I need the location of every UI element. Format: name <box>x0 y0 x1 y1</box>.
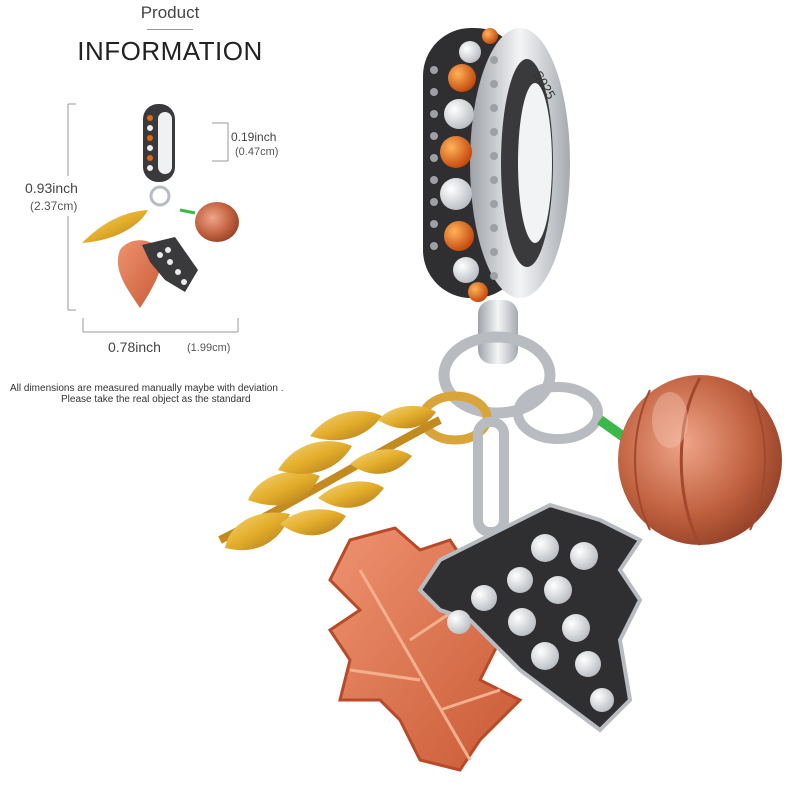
page-title: INFORMATION <box>77 36 263 66</box>
stone-leaf <box>417 502 643 733</box>
height-cm-label: (2.37cm) <box>30 199 78 213</box>
disclaimer-line-1: All dimensions are measured manually may… <box>10 383 284 394</box>
jump-rings <box>418 300 603 537</box>
height-inch-label: 0.93inch <box>25 180 78 196</box>
bail-cm-label: (0.47cm) <box>235 146 279 158</box>
bail-inch-label: 0.19inch <box>231 130 277 144</box>
disclaimer-line-2: Please take the real object as the stand… <box>61 394 251 405</box>
dimension-lines <box>67 103 239 333</box>
maple-leaf-icon <box>327 526 523 772</box>
bead-icon: S925 <box>423 28 570 302</box>
width-inch-label: 0.78inch <box>108 339 161 355</box>
pumpkin-icon <box>597 375 782 546</box>
header-eyebrow: Product <box>140 3 200 22</box>
thumbnail-charm <box>82 104 239 308</box>
header-divider <box>147 29 193 30</box>
wheat-icon <box>218 405 442 551</box>
width-cm-label: (1.99cm) <box>187 342 231 354</box>
